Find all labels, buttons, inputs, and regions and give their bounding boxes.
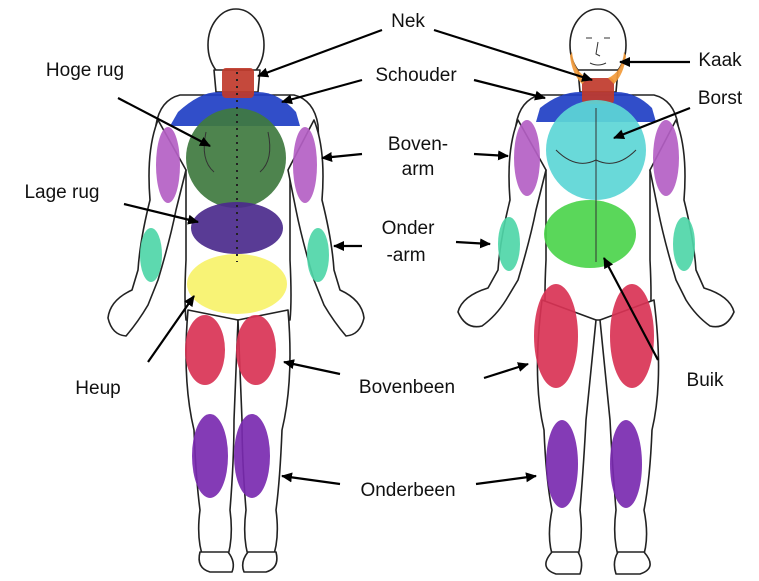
- front-left-thigh-zone: [534, 284, 578, 388]
- arrow-bovenbeen-front: [484, 364, 528, 378]
- arrow-nek-front: [434, 30, 592, 80]
- front-right-upperarm-zone: [653, 120, 679, 196]
- arrow-bovenarm-front: [474, 154, 508, 156]
- label-heup: Heup: [75, 378, 120, 399]
- back-left-upperarm-zone: [156, 127, 180, 203]
- label-hoge-rug: Hoge rug: [46, 60, 124, 81]
- label-onderarm-1: Onder: [382, 218, 435, 239]
- front-belly-zone: [544, 200, 636, 268]
- front-left-foot: [546, 552, 582, 574]
- arrow-bovenarm-back: [322, 154, 362, 158]
- arrow-bovenbeen-back: [284, 362, 340, 374]
- front-left-upperarm-zone: [514, 120, 540, 196]
- label-nek: Nek: [391, 11, 425, 32]
- label-bovenarm-2: arm: [402, 159, 435, 180]
- back-right-thigh-zone: [236, 315, 276, 385]
- back-right-upperarm-zone: [293, 127, 317, 203]
- front-left-forearm-zone: [498, 217, 520, 271]
- back-right-foot: [243, 552, 277, 572]
- arrow-schouder-back: [282, 80, 362, 102]
- front-right-shin-zone: [610, 420, 642, 508]
- arrow-schouder-front: [474, 80, 545, 98]
- front-right-forearm-zone: [673, 217, 695, 271]
- front-right-foot: [614, 552, 650, 574]
- label-schouder: Schouder: [375, 65, 457, 86]
- front-left-shin-zone: [546, 420, 578, 508]
- back-left-foot: [199, 552, 233, 572]
- arrow-nek-back: [258, 30, 382, 76]
- arrow-onderbeen-back: [282, 476, 340, 484]
- arrow-onderbeen-front: [476, 476, 536, 484]
- label-borst: Borst: [698, 88, 743, 109]
- label-lage-rug: Lage rug: [24, 182, 99, 203]
- label-bovenarm-1: Boven-: [388, 134, 448, 155]
- arrow-onderarm-front: [456, 242, 490, 244]
- label-onderarm-2: -arm: [386, 245, 425, 266]
- back-left-forearm-zone: [140, 228, 162, 282]
- front-figure: [458, 9, 734, 574]
- label-bovenbeen: Bovenbeen: [359, 377, 455, 398]
- front-right-thigh-zone: [610, 284, 654, 388]
- label-kaak: Kaak: [698, 50, 742, 71]
- label-onderbeen: Onderbeen: [360, 480, 455, 501]
- back-hip-zone: [187, 254, 287, 314]
- back-left-thigh-zone: [185, 315, 225, 385]
- back-right-calf-zone: [234, 414, 270, 498]
- label-buik: Buik: [687, 370, 724, 391]
- back-figure: [108, 9, 364, 572]
- back-right-forearm-zone: [307, 228, 329, 282]
- back-left-calf-zone: [192, 414, 228, 498]
